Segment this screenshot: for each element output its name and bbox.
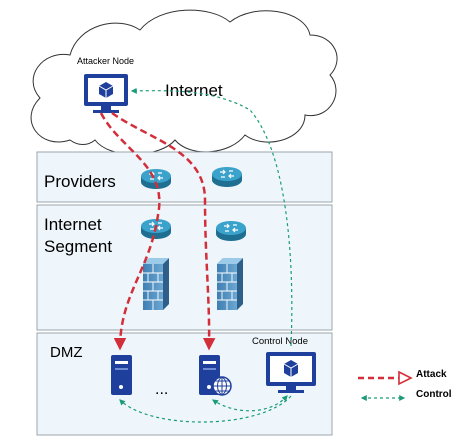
router-icon-segment-right: [215, 220, 247, 242]
legend-attack-label: Attack: [416, 369, 447, 380]
control-path-to-attacker: [130, 87, 293, 347]
providers-label: Providers: [44, 172, 116, 191]
internet-label: Internet: [165, 81, 223, 100]
control-node-label: Control Node: [252, 336, 308, 347]
firewall-icon-right: [216, 257, 244, 311]
dmz-label: DMZ: [50, 344, 83, 361]
control-path-to-server-left: [119, 395, 292, 423]
legend: Attack Control: [358, 369, 452, 401]
attack-path-to-web-server: [111, 111, 216, 351]
attacker-monitor-icon: [84, 74, 128, 113]
web-server-icon: [199, 355, 232, 396]
server-icon-left: [111, 355, 132, 395]
internet-cloud: [30, 9, 338, 155]
control-path-to-web-server: [212, 395, 288, 412]
control-monitor-icon: [266, 352, 316, 393]
segment-label-line1: Internet: [44, 215, 102, 234]
segment-label-line2: Segment: [44, 237, 112, 256]
legend-attack-arrowhead: [398, 370, 413, 386]
legend-control-label: Control: [416, 389, 452, 400]
attack-path-to-server-left: [99, 112, 161, 351]
firewall-icon-left: [142, 257, 170, 311]
attacker-node-label: Attacker Node: [77, 56, 134, 66]
servers-ellipsis: ...: [155, 381, 168, 398]
router-icon-providers-right: [211, 166, 243, 188]
segment-band: [36, 204, 333, 331]
